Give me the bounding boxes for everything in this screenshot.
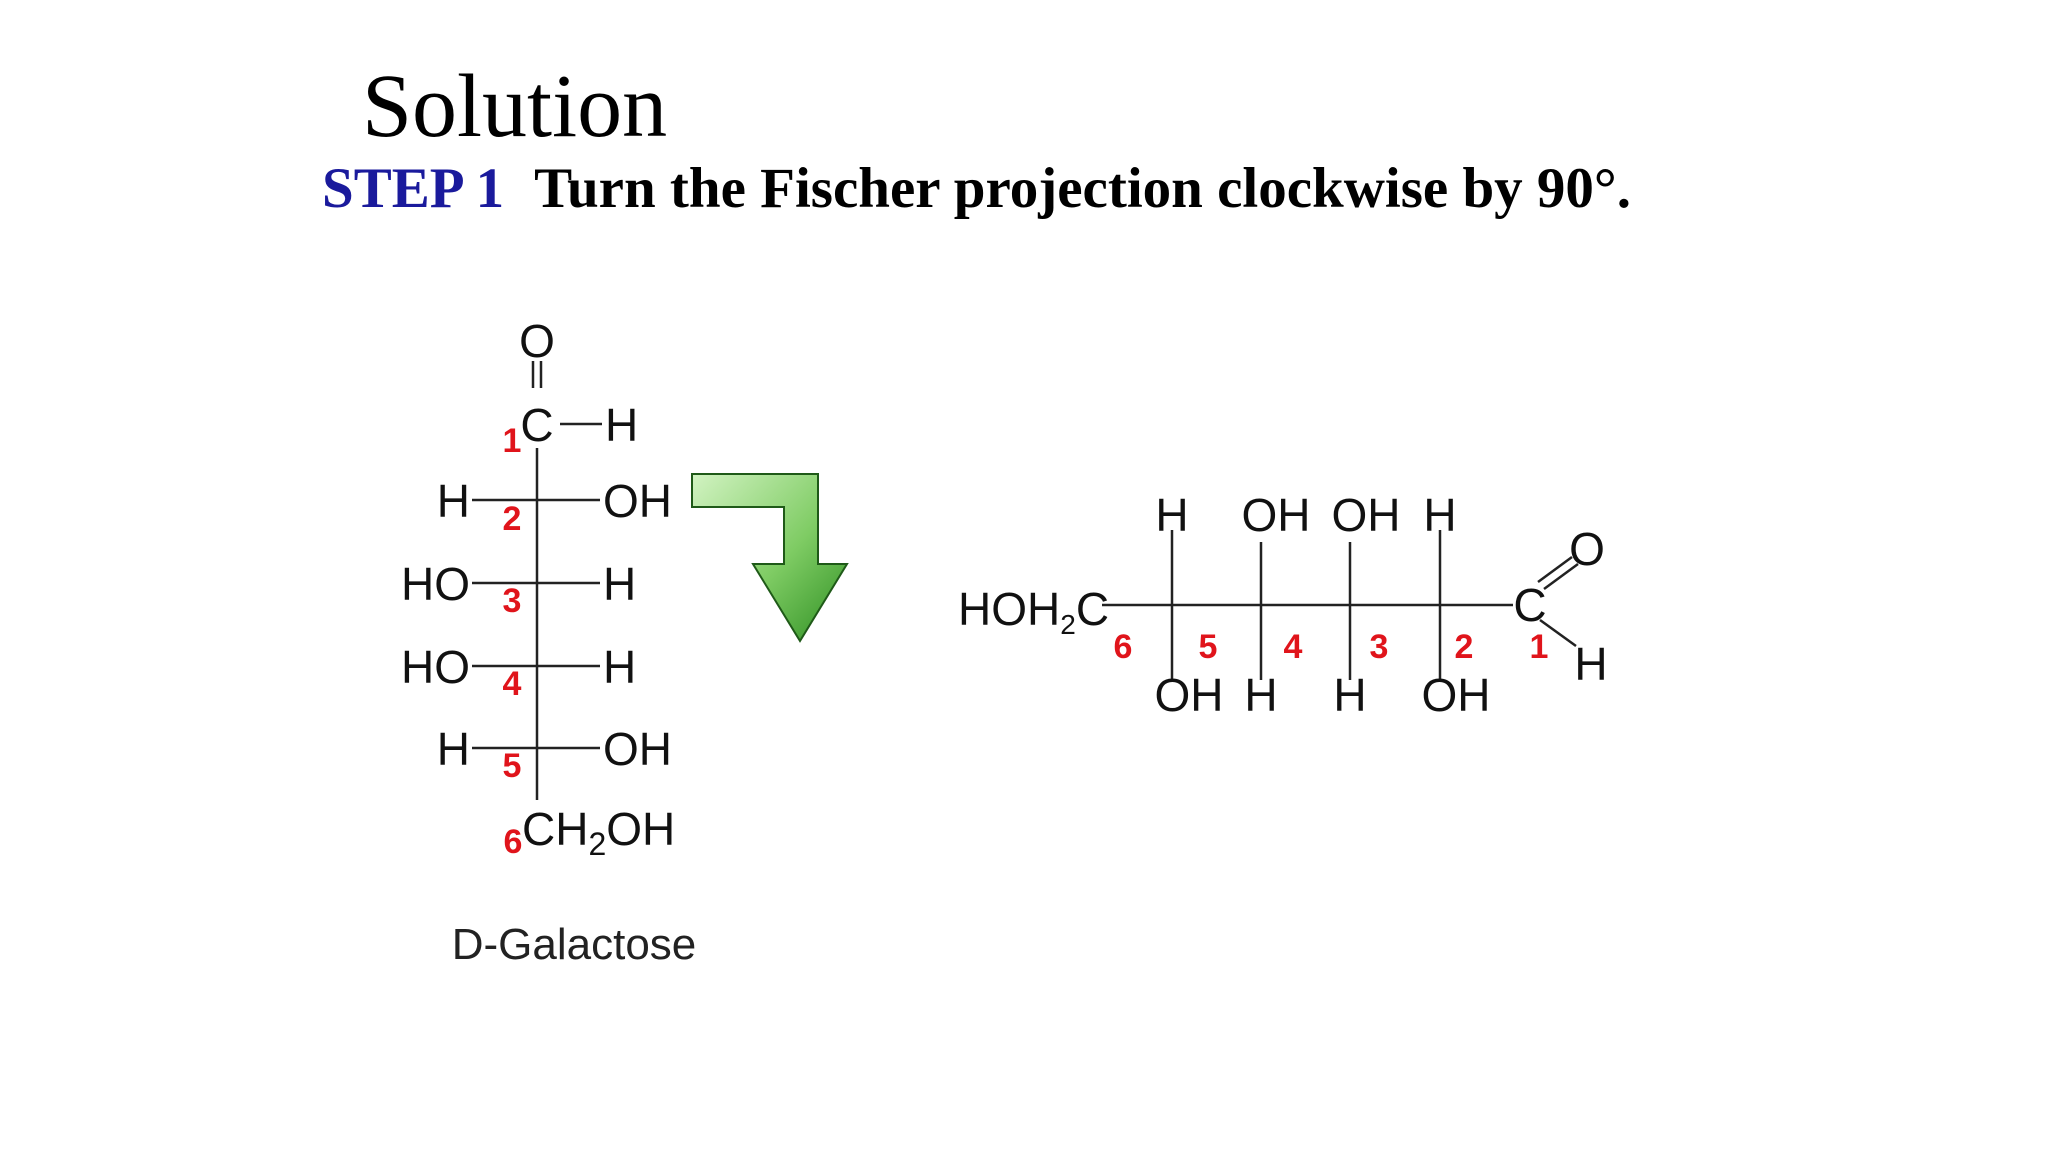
carbon-number-6: 6	[504, 823, 523, 861]
c5-top-group: H	[1155, 489, 1188, 541]
row2-right-group: OH	[603, 475, 672, 527]
row3-right-group: H	[603, 558, 636, 610]
fischer-aldehyde-oxygen: O	[519, 315, 555, 367]
fischer-ch2oh: CH2OH	[522, 803, 675, 862]
c5-bottom-group: OH	[1155, 669, 1224, 721]
ch-bond	[1539, 618, 1577, 648]
hoh2c-group: HOH2C	[958, 583, 1109, 640]
row4-right-group: H	[603, 641, 636, 693]
c3-bottom-group: H	[1333, 669, 1366, 721]
c2-bottom-group: OH	[1422, 669, 1491, 721]
h-aldehyde-hydrogen: H	[1574, 638, 1607, 690]
fischer-c1-hydrogen: H	[605, 399, 638, 451]
carbon-number-1: 1	[503, 422, 522, 460]
h-carbon-number-3: 3	[1370, 628, 1389, 666]
step-heading: STEP 1 Turn the Fischer projection clockw…	[322, 160, 1631, 217]
carbon-number-5: 5	[503, 747, 522, 785]
molecule-caption: D-Galactose	[452, 920, 697, 969]
h-carbon-number-1: 1	[1530, 628, 1549, 666]
fischer-projection: O 1 C H H OH 2 HO H 3 HO H 4 H OH 5 6 CH…	[401, 315, 696, 969]
co-double-bond-b	[1543, 562, 1579, 591]
step-label: STEP 1	[322, 157, 505, 220]
carbon-number-4: 4	[503, 665, 522, 703]
c3-top-group: OH	[1332, 489, 1401, 541]
h-carbon-number-2: 2	[1455, 628, 1474, 666]
h-aldehyde-oxygen: O	[1569, 523, 1605, 575]
row5-right-group: OH	[603, 723, 672, 775]
c2-top-group: H	[1423, 489, 1456, 541]
h-carbon-number-6: 6	[1114, 628, 1133, 666]
horizontal-structure: HOH2C H OH OH H OH H H OH 6 5 4 3 2 1 C …	[958, 489, 1608, 721]
fischer-carbon-1: C	[520, 399, 553, 451]
turn-down-arrow-icon	[691, 473, 849, 643]
c4-top-group: OH	[1242, 489, 1311, 541]
row4-left-group: HO	[401, 641, 470, 693]
h-carbon-1: C	[1513, 579, 1546, 631]
c4-bottom-group: H	[1244, 669, 1277, 721]
h-carbon-number-4: 4	[1284, 628, 1303, 666]
row3-left-group: HO	[401, 558, 470, 610]
slide-title: Solution	[362, 57, 668, 156]
step-instruction: Turn the Fischer projection clockwise by…	[534, 157, 1631, 220]
h-carbon-number-5: 5	[1199, 628, 1218, 666]
carbon-number-2: 2	[503, 500, 522, 538]
row5-left-group: H	[437, 723, 470, 775]
carbon-number-3: 3	[503, 582, 522, 620]
row2-left-group: H	[437, 475, 470, 527]
co-double-bond-a	[1537, 555, 1573, 584]
